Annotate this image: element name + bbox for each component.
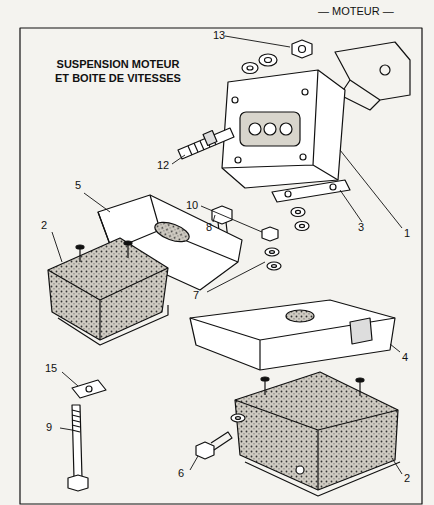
- callout-number: 6: [178, 468, 184, 479]
- diagram-title: SUSPENSION MOTEUR ET BOITE DE VITESSES: [52, 58, 184, 86]
- frame: [20, 28, 422, 504]
- callout-number: 3: [358, 222, 364, 233]
- nut: [262, 227, 278, 241]
- callout-number: 8: [206, 222, 212, 233]
- callout-number: 5: [75, 180, 81, 191]
- callout-number: 10: [186, 200, 198, 211]
- callout-number: 12: [157, 160, 169, 171]
- rubber-mount: [235, 372, 398, 490]
- shim-plate: [272, 180, 350, 202]
- engine-bracket: [335, 42, 410, 100]
- bolt: [196, 442, 214, 459]
- callout-number: 2: [41, 220, 47, 231]
- leader-lines: [52, 36, 402, 474]
- callout-number: 13: [213, 30, 225, 41]
- callout-number: 7: [193, 290, 199, 301]
- callout-number: 2: [404, 473, 410, 484]
- page-header: — MOTEUR —: [318, 6, 394, 17]
- gearbox-bracket: [190, 300, 395, 370]
- callout-number: 4: [402, 352, 408, 363]
- lock-tab: [72, 380, 106, 398]
- support-plate: [222, 70, 345, 188]
- nut: [292, 40, 312, 58]
- callout-number: 1: [404, 228, 410, 239]
- stud: [178, 128, 234, 159]
- long-bolt: [72, 405, 82, 478]
- rubber-mount: [48, 238, 168, 340]
- callout-number: 15: [45, 363, 57, 374]
- callout-number: 9: [46, 422, 52, 433]
